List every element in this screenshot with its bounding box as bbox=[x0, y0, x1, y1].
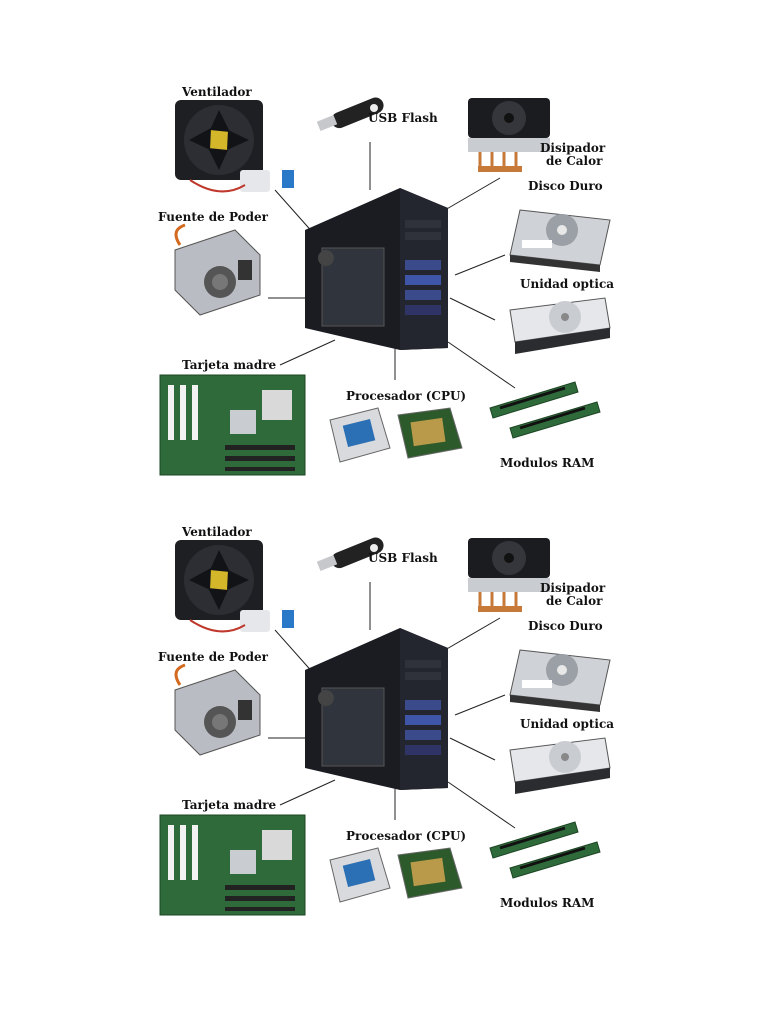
psu-label: Fuente de Poder bbox=[158, 210, 269, 224]
cpu-icon bbox=[329, 847, 463, 903]
case-fan-icon bbox=[175, 100, 294, 193]
psu-label: Fuente de Poder bbox=[158, 650, 269, 664]
hdd-label: Disco Duro bbox=[528, 179, 603, 193]
ram-label: Modulos RAM bbox=[500, 456, 595, 470]
usb-flash-icon bbox=[316, 537, 384, 572]
ram-module-icon bbox=[489, 381, 601, 439]
ram-label: Modulos RAM bbox=[500, 896, 595, 910]
cpu-icon bbox=[329, 407, 463, 463]
hardware-diagram-panel-1: Ventilador USB Flash Disipador de Calor … bbox=[150, 70, 620, 500]
hardware-diagram-panel-2: Ventilador USB Flash Disipador de Calor … bbox=[150, 510, 620, 940]
motherboard-label: Tarjeta madre bbox=[182, 358, 277, 372]
optical-drive-icon bbox=[509, 737, 611, 794]
optical-drive-icon bbox=[509, 297, 611, 354]
heatsink-icon bbox=[468, 98, 550, 172]
motherboard-icon bbox=[159, 814, 306, 916]
cpu-label: Procesador (CPU) bbox=[346, 389, 467, 403]
diagram-art bbox=[159, 537, 611, 916]
hard-disk-icon bbox=[509, 649, 611, 712]
fan-label: Ventilador bbox=[182, 525, 252, 539]
hard-disk-icon bbox=[509, 209, 611, 272]
usb-flash-label: USB Flash bbox=[368, 111, 438, 125]
motherboard-label: Tarjeta madre bbox=[182, 798, 277, 812]
heatsink-label-line-1: Disipador bbox=[540, 581, 606, 595]
heatsink-label-line-2: de Calor bbox=[546, 154, 603, 168]
cpu-label: Procesador (CPU) bbox=[346, 829, 467, 843]
diagram-art bbox=[159, 97, 611, 476]
connector-lines bbox=[268, 582, 516, 829]
motherboard-icon bbox=[159, 374, 306, 476]
usb-flash-icon bbox=[316, 97, 384, 132]
hdd-label: Disco Duro bbox=[528, 619, 603, 633]
power-supply-icon bbox=[174, 223, 261, 316]
optical-drive-label: Unidad optica bbox=[520, 277, 615, 291]
case-fan-icon bbox=[175, 540, 294, 633]
power-supply-icon bbox=[174, 663, 261, 756]
fan-label: Ventilador bbox=[182, 85, 252, 99]
heatsink-label-line-2: de Calor bbox=[546, 594, 603, 608]
heatsink-label-line-1: Disipador bbox=[540, 141, 606, 155]
ram-module-icon bbox=[489, 821, 601, 879]
usb-flash-label: USB Flash bbox=[368, 551, 438, 565]
pc-case-icon bbox=[305, 188, 448, 350]
heatsink-icon bbox=[468, 538, 550, 612]
connector-lines bbox=[268, 142, 516, 389]
pc-case-icon bbox=[305, 628, 448, 790]
optical-drive-label: Unidad optica bbox=[520, 717, 615, 731]
